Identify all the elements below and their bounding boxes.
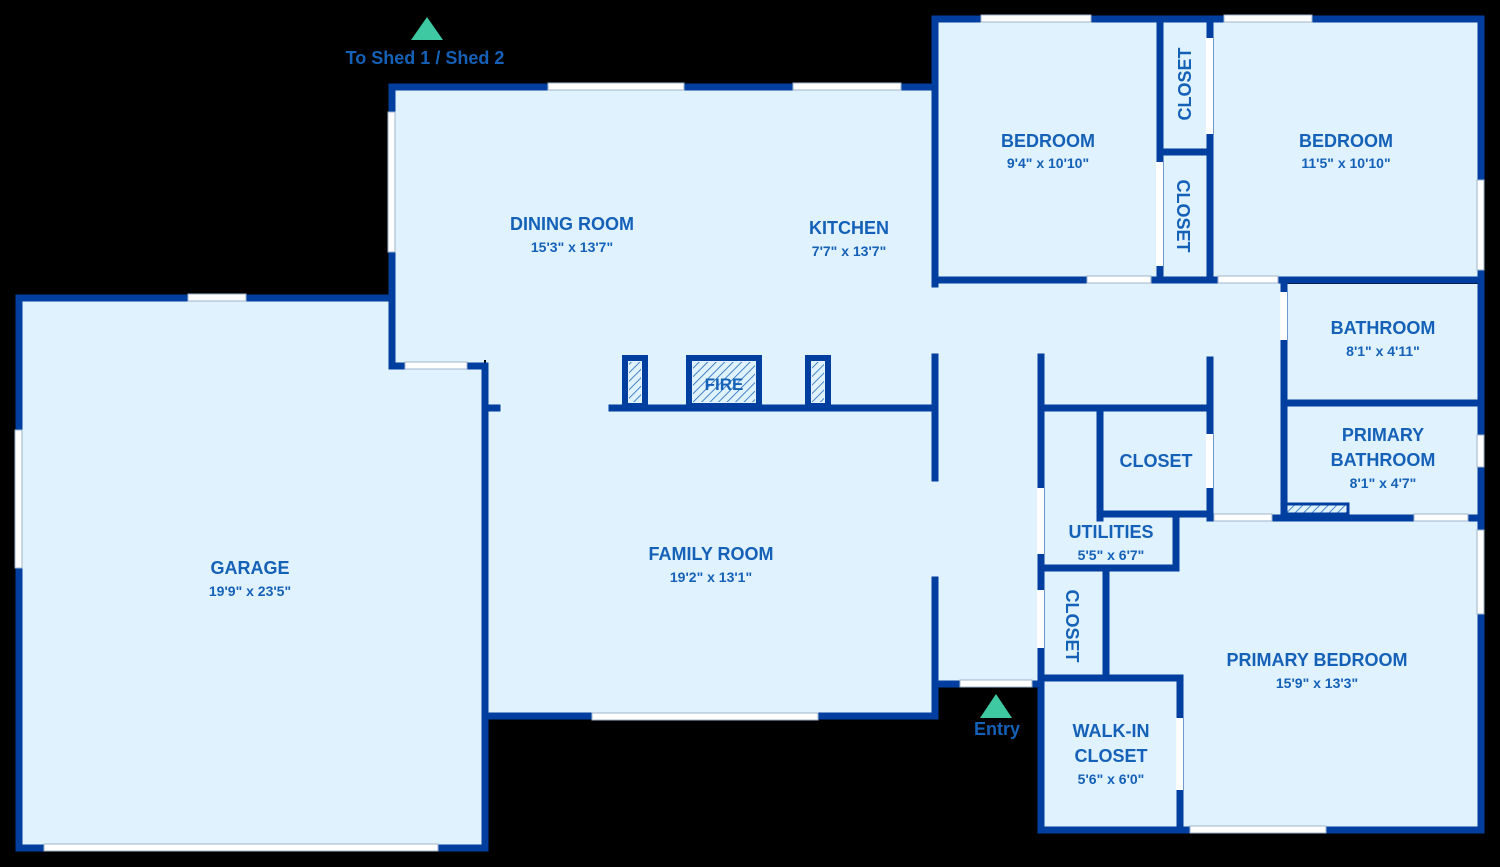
shed-marker-icon (411, 17, 443, 40)
entry-marker-icon (980, 694, 1012, 718)
window (959, 679, 1033, 688)
window (792, 82, 902, 91)
walk-in-closet-name-2: CLOSET (1074, 746, 1147, 766)
bedroom-1-dims: 9'4" x 10'10" (1007, 155, 1089, 171)
door-gap (1037, 488, 1044, 554)
window (404, 361, 468, 370)
utilities-dims: 5'5" x 6'7" (1078, 547, 1145, 563)
dining-room-dims: 15'3" x 13'7" (531, 239, 613, 255)
primary-bathroom-floor (1286, 404, 1478, 516)
window (387, 111, 396, 253)
garage-dims: 19'9" x 23'5" (209, 583, 291, 599)
door-gap (1280, 292, 1287, 340)
garage-floor (22, 300, 484, 845)
window (1476, 179, 1485, 271)
firebox-hatch (693, 362, 755, 402)
shed-marker-label: To Shed 1 / Shed 2 (346, 48, 505, 68)
fireplace: FIRE (622, 355, 1350, 516)
primary-bedroom-dims: 15'9" x 13'3" (1276, 675, 1358, 691)
walk-in-closet-dims: 5'6" x 6'0" (1078, 771, 1145, 787)
bedroom-1-name: BEDROOM (1001, 131, 1095, 151)
primary-bathroom-dims: 8'1" x 4'7" (1350, 475, 1417, 491)
window (1086, 275, 1152, 284)
bedroom-2-dims: 11'5" x 10'10" (1301, 155, 1390, 171)
windows (14, 14, 1485, 852)
main-living-floor (392, 90, 932, 360)
family-room-dims: 19'2" x 13'1" (670, 569, 752, 585)
door-gap (1206, 434, 1213, 488)
kitchen-dims: 7'7" x 13'7" (812, 243, 886, 259)
closet-left-name: CLOSET (1062, 589, 1082, 662)
window (1476, 529, 1485, 615)
bathroom-name: BATHROOM (1331, 318, 1436, 338)
closet-top-2-floor (1160, 155, 1208, 277)
window (43, 843, 439, 852)
walk-in-closet-name-1: WALK-IN (1073, 721, 1150, 741)
fireplace-label: FIRE (705, 375, 744, 394)
bedroom-1-floor (938, 22, 1158, 277)
openings (1037, 38, 1287, 790)
window (1223, 14, 1313, 23)
primary-bathroom-name-1: PRIMARY (1342, 425, 1424, 445)
window (1213, 513, 1273, 522)
window (187, 293, 247, 302)
kitchen-name: KITCHEN (809, 218, 889, 238)
window (1476, 434, 1485, 468)
floor-areas (22, 22, 1478, 845)
window (1189, 825, 1327, 834)
shower-hatch (1284, 502, 1350, 516)
door-gap (1176, 718, 1183, 790)
bathroom-floor (1286, 284, 1478, 400)
walk-in-closet-floor (1044, 684, 1176, 828)
door-gap (1206, 38, 1213, 134)
window (591, 712, 819, 721)
window (980, 14, 1092, 23)
garage-name: GARAGE (210, 558, 289, 578)
bedroom-block-wall (931, 15, 1485, 834)
closet-top-2-name: CLOSET (1173, 179, 1193, 252)
family-room-name: FAMILY ROOM (648, 544, 773, 564)
bedroom-2-floor (1212, 22, 1478, 277)
closet-mid-name: CLOSET (1119, 451, 1192, 471)
window (1413, 513, 1469, 522)
chimney-left-hatch (629, 362, 641, 402)
window (14, 429, 23, 569)
utilities-name: UTILITIES (1069, 522, 1154, 542)
window (547, 82, 685, 91)
window (1217, 275, 1279, 284)
bathroom-dims: 8'1" x 4'11" (1346, 343, 1420, 359)
utilities-wall (1037, 514, 1180, 572)
closet-top-1-floor (1160, 22, 1208, 150)
room-labels: GARAGE 19'9" x 23'5" DINING ROOM 15'3" x… (209, 47, 1435, 787)
chimney-right-hatch (812, 362, 824, 402)
primary-bathroom-name-2: BATHROOM (1331, 450, 1436, 470)
bedroom-2-name: BEDROOM (1299, 131, 1393, 151)
door-gap (1156, 162, 1163, 266)
entry-marker-label: Entry (974, 719, 1020, 739)
main-north-wall (388, 83, 939, 370)
door-gap (1037, 590, 1044, 648)
family-room-floor (486, 360, 938, 715)
dining-room-name: DINING ROOM (510, 214, 634, 234)
closet-top-1-name: CLOSET (1175, 47, 1195, 120)
primary-bedroom-name: PRIMARY BEDROOM (1226, 650, 1407, 670)
